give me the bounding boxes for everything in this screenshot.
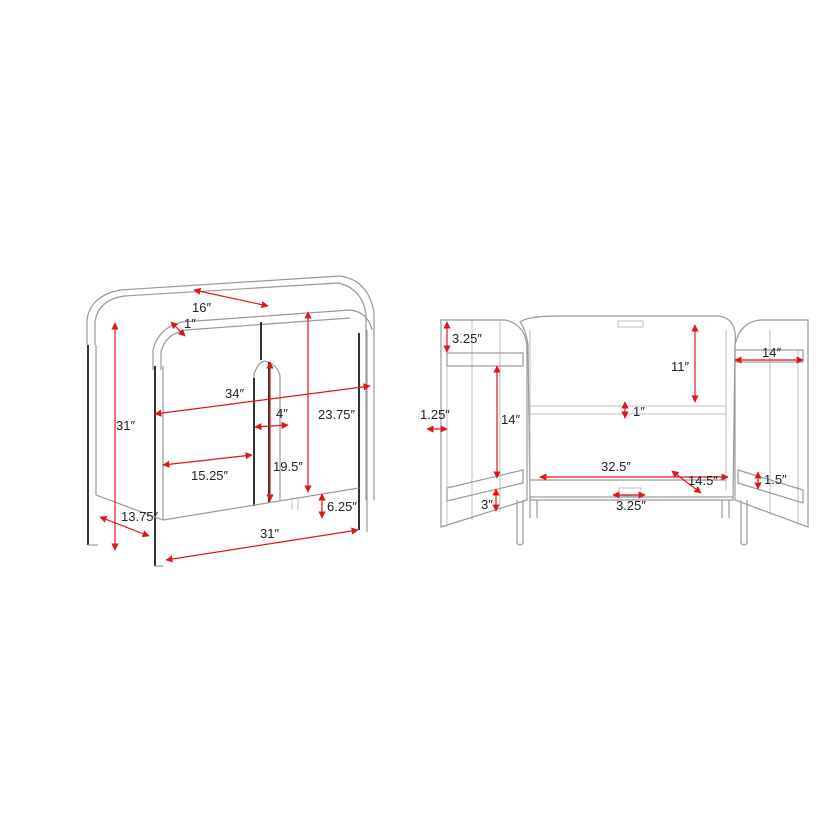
closed-cabinet-view: 16″ 1″ 31″ 34″ 4″ 23.75″ 15.25″ 19.5″ 6.…: [86, 275, 375, 567]
label-base-width: 31″: [260, 526, 279, 541]
label-door-width: 15.25″: [191, 468, 229, 483]
label-top-thickness: 1″: [184, 316, 196, 331]
label-right-bar-height: 1.5″: [764, 472, 787, 487]
label-inner-height: 23.75″: [318, 407, 356, 422]
label-overall-width: 34″: [225, 386, 244, 401]
label-door-bar-spacing: 14″: [501, 412, 520, 427]
label-door-top-offset: 3.25″: [452, 331, 482, 346]
label-handle-cutout: 3.25″: [616, 498, 646, 513]
open-cabinet-view: 3.25″ 11″ 14″ 1.25″ 14″ 1″ 32.5″ 14.5″ 1…: [420, 315, 809, 546]
label-shelf-thickness: 1″: [633, 404, 645, 419]
label-overall-height: 31″: [116, 418, 135, 433]
label-handle-gap: 4″: [276, 406, 288, 421]
label-inner-depth: 14.5″: [688, 473, 718, 488]
label-depth-top: 16″: [192, 300, 211, 315]
label-upper-shelf-height: 11″: [671, 359, 689, 374]
label-bottom-bar-offset: 3″: [481, 497, 493, 512]
label-handle-height: 19.5″: [273, 459, 303, 474]
label-leg-height: 6.25″: [327, 499, 357, 514]
label-inner-width: 32.5″: [601, 459, 631, 474]
label-side-depth: 13.75″: [121, 509, 159, 524]
label-door-edge: 1.25″: [420, 407, 450, 422]
label-right-door-bar: 14″: [762, 345, 781, 360]
